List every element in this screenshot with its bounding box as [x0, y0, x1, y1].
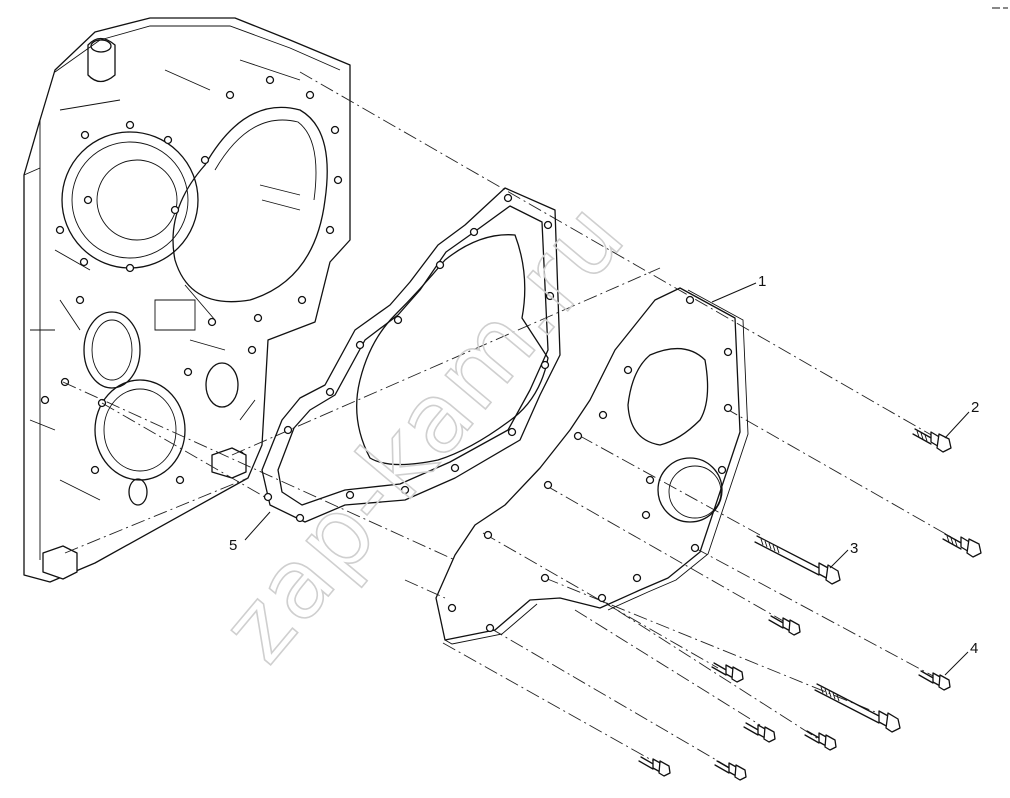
cover-plate-part-1	[435, 287, 749, 645]
small-bolt	[804, 730, 837, 751]
callout-1: 1	[758, 273, 766, 290]
short-bolt	[942, 533, 982, 558]
watermark-text: zap-kam.ru	[200, 180, 647, 682]
gear-housing-block	[23, 17, 351, 583]
short-bolt-part-2	[912, 428, 952, 453]
callout-4: 4	[970, 640, 978, 657]
callout-2: 2	[971, 399, 979, 416]
gasket-part-5	[261, 187, 561, 523]
leader-lines	[244, 282, 970, 676]
assembly-centerlines	[62, 71, 966, 769]
long-bolt-part-3	[754, 535, 841, 585]
callout-3: 3	[850, 540, 858, 557]
small-bolt	[743, 722, 776, 743]
small-bolt	[711, 662, 744, 683]
long-bolt	[814, 683, 901, 733]
callout-5: 5	[229, 537, 237, 554]
small-bolt	[714, 760, 747, 781]
small-bolt	[638, 756, 671, 777]
small-bolt-part-4	[918, 670, 951, 691]
small-bolt	[768, 615, 801, 636]
